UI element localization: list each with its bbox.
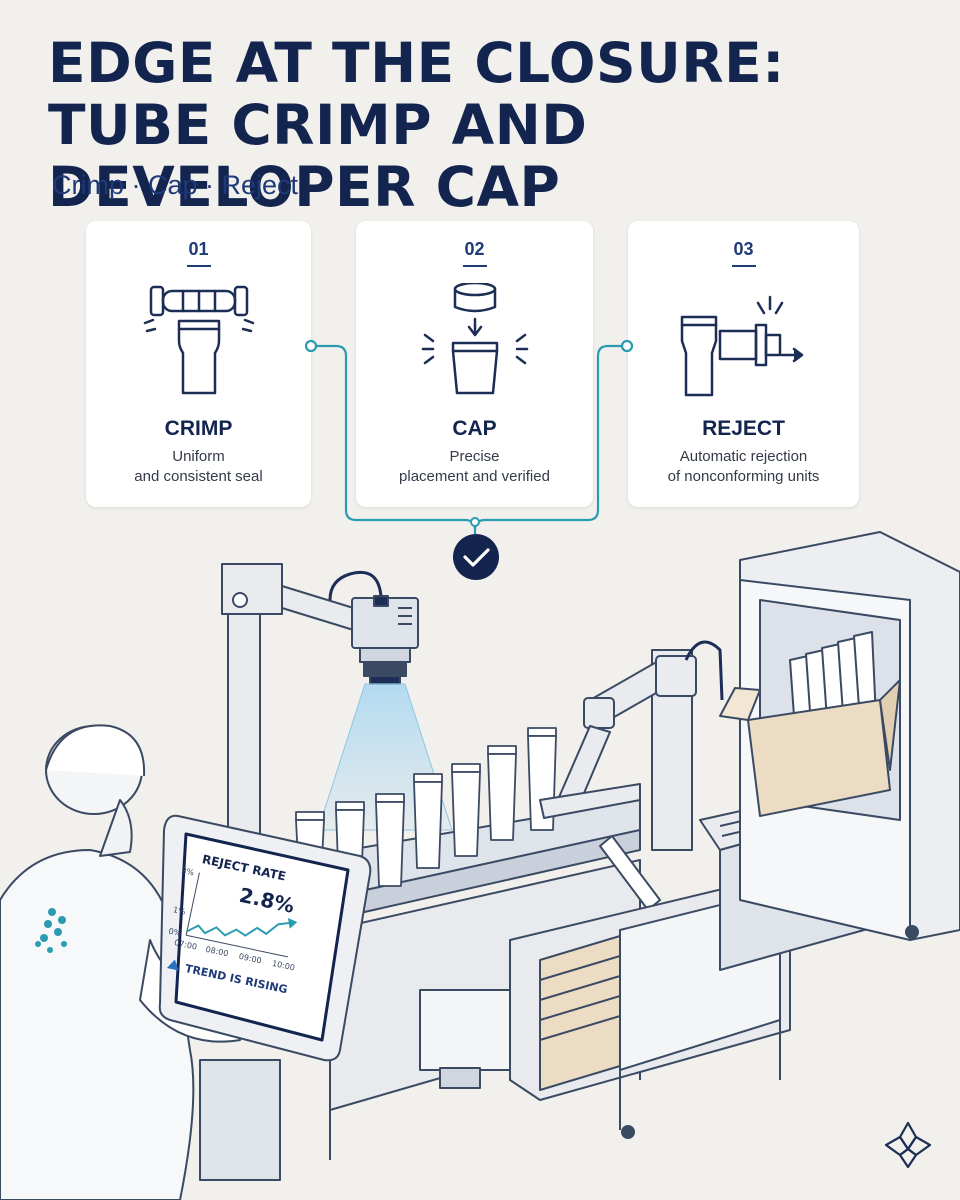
x-tick-label: 07:00	[173, 938, 197, 952]
connector-node	[470, 517, 480, 527]
warning-icon	[166, 959, 179, 971]
step-desc-line: and consistent seal	[134, 468, 263, 485]
step-desc-line: Automatic rejection	[679, 448, 808, 465]
trend-arrow-icon	[287, 918, 298, 929]
trend-line	[186, 921, 292, 937]
step-heading: REJECT	[702, 417, 785, 440]
hmi-title: REJECT RATE	[201, 852, 287, 883]
step-heading: CRIMP	[164, 417, 233, 440]
connector-node	[620, 339, 634, 353]
step-card-reject: 03 REJECT Automatic rejection of nonconf…	[628, 221, 859, 507]
shipping-box	[719, 631, 901, 817]
company-logo-dots	[35, 908, 67, 953]
reject-pusher-icon	[680, 295, 803, 397]
hmi-panel	[158, 814, 372, 1181]
cap-placement-icon	[421, 283, 528, 395]
subtitle: Crimp · Cap · Reject	[52, 170, 299, 200]
step-desc-line: Uniform	[172, 448, 225, 465]
page-title: EDGE AT THE CLOSURE: TUBE CRIMP AND DEVE…	[48, 32, 948, 218]
step-description: Precise placement and verified	[366, 447, 583, 487]
x-tick-label: 08:00	[205, 945, 229, 959]
step-number: 03	[628, 239, 859, 267]
step-heading: CAP	[452, 417, 497, 440]
y-tick-label: 0%	[168, 927, 183, 939]
title-line-1: EDGE AT THE CLOSURE:	[48, 31, 785, 95]
step-description: Uniform and consistent seal	[96, 447, 301, 487]
step-number: 01	[86, 239, 311, 267]
step-number: 02	[356, 239, 593, 267]
hmi-value: 2.8%	[237, 883, 296, 918]
y-tick-label: 1%	[172, 905, 187, 917]
step-card-cap: 02 CAP Precise placement and verified	[356, 221, 593, 507]
step-desc-line: of nonconforming units	[667, 468, 820, 485]
step-desc-line: placement and verified	[399, 468, 550, 485]
connector-node	[304, 339, 318, 353]
step-description: Automatic rejection of nonconforming uni…	[638, 447, 849, 487]
brand-logo-icon	[884, 1121, 932, 1169]
flow-connectors	[304, 339, 634, 580]
y-tick-label: 3%	[181, 866, 196, 878]
x-tick-label: 10:00	[271, 959, 295, 973]
production-line-illustration	[0, 531, 960, 1200]
step-desc-line: Precise	[449, 448, 500, 465]
verified-check-icon	[453, 534, 499, 580]
title-line-2: TUBE CRIMP AND DEVELOPER CAP	[48, 93, 588, 219]
x-tick-label: 09:00	[238, 952, 262, 966]
crimp-roller-tube-icon	[143, 285, 254, 395]
reject-arm	[539, 640, 724, 911]
step-card-crimp: 01 CRIMP Uniform and consistent seal	[86, 221, 311, 507]
